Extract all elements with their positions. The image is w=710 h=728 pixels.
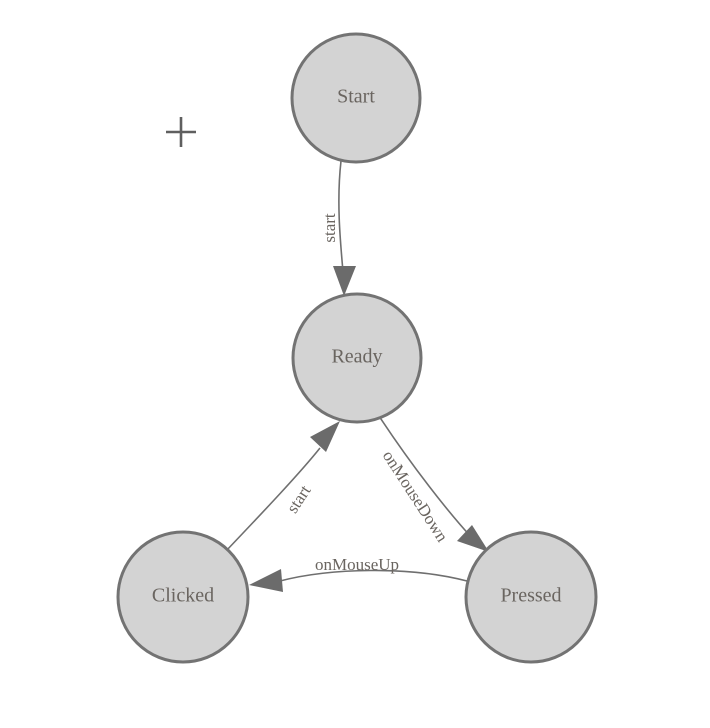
edge-pressed-to-clicked[interactable]: onMouseUp [249,555,468,592]
edge-pressed-to-clicked-arrowhead [249,569,283,592]
edge-clicked-to-ready-arrowhead [310,421,340,452]
state-node-pressed-circle[interactable] [464,530,598,664]
edge-ready-to-pressed[interactable]: onMouseDown [378,415,489,552]
edge-clicked-to-ready-path[interactable] [225,447,321,552]
state-node-clicked-label: Clicked [152,585,214,607]
state-node-pressed[interactable]: Pressed [464,530,598,664]
edge-clicked-to-ready[interactable]: start [225,421,340,552]
edge-start-to-ready-path[interactable] [338,160,345,284]
edge-label-pressed-to-clicked: onMouseUp [315,555,399,574]
edge-ready-to-pressed-path[interactable] [378,415,474,540]
state-node-pressed-label: Pressed [500,585,561,607]
edge-pressed-to-clicked-path[interactable] [279,569,468,582]
edge-label-ready-to-pressed: onMouseDown [379,447,452,546]
state-node-clicked-circle[interactable] [116,530,250,664]
edge-start-to-ready-arrowhead [333,266,356,296]
plus-marker-icon [166,117,196,147]
edge-ready-to-pressed-arrowhead [457,525,489,552]
state-node-ready-label: Ready [331,346,382,368]
state-node-ready[interactable]: Ready [291,292,423,424]
state-node-start-circle[interactable] [290,32,422,164]
state-node-ready-circle[interactable] [291,292,423,424]
edge-start-to-ready[interactable]: start [320,160,356,296]
state-node-start[interactable]: Start [290,32,422,164]
state-node-start-label: Start [337,86,375,108]
edge-label-clicked-to-ready: start [283,481,315,516]
state-node-clicked[interactable]: Clicked [116,530,250,664]
edge-label-start-to-ready: start [320,213,339,243]
